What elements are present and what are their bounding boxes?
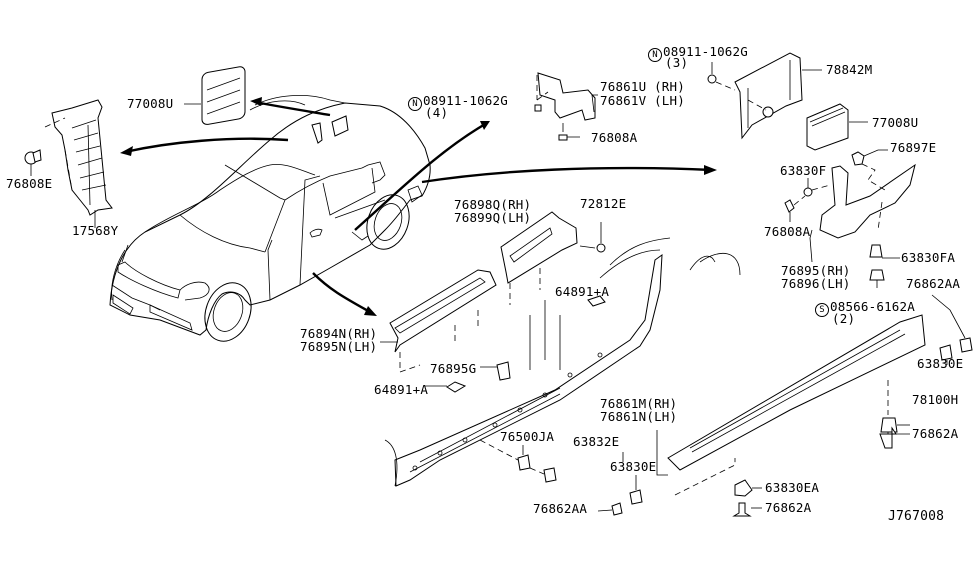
label-63830f: 63830F	[780, 163, 827, 178]
part-76861m-sill-molding	[622, 314, 926, 496]
label-78842m: 78842M	[826, 62, 873, 77]
label-76895g: 76895G	[430, 361, 477, 376]
label-qty-2: (2)	[832, 311, 856, 326]
label-63830e-bottom: 63830E	[610, 459, 657, 474]
arrow-to-mudguard	[421, 166, 713, 184]
label-76861n: 76861N(LH)	[600, 409, 678, 424]
label-78100h: 78100H	[912, 392, 959, 407]
arrow-to-sill	[312, 272, 371, 314]
label-76862a-bottom: 76862A	[765, 500, 812, 515]
label-17568y: 17568Y	[72, 223, 119, 238]
label-64891a-top: 64891+A	[555, 284, 610, 299]
label-64891a-left: 64891+A	[374, 382, 429, 397]
arrow-to-vent	[254, 100, 331, 117]
nut-symbol-icon: N	[648, 48, 662, 62]
label-77008u-left: 77008U	[127, 96, 174, 111]
car-illustration	[109, 95, 431, 342]
arrow-to-bracket	[354, 121, 488, 231]
label-qty-4: (4)	[425, 105, 449, 120]
label-76899q: 76899Q(LH)	[454, 210, 532, 225]
label-76808a-right: 76808A	[764, 224, 811, 239]
part-76861u-bracket	[534, 72, 598, 141]
part-78842m-panel	[707, 52, 822, 140]
label-76862aa-right: 76862AA	[906, 276, 961, 291]
nut-symbol-icon: N	[408, 97, 422, 111]
pointer-arrows	[120, 97, 717, 316]
label-76895-rh: 76895(RH)	[781, 263, 851, 278]
car-vent-detail	[311, 115, 349, 144]
part-17568y-pillar-trim	[44, 99, 113, 228]
label-76894n: 76894N(RH)	[300, 326, 378, 341]
part-77008u-vent-left	[184, 66, 246, 125]
fasteners-bottom	[425, 294, 973, 517]
label-76862aa-bottom: 76862AA	[533, 501, 588, 516]
label-63832e: 63832E	[573, 434, 620, 449]
label-76861v: 76861V (LH)	[600, 93, 685, 108]
part-76895-mud-guard	[784, 149, 916, 263]
label-77008u-right: 77008U	[872, 115, 919, 130]
label-63830e-right: 63830E	[917, 356, 964, 371]
label-76500ja: 76500JA	[500, 429, 555, 444]
label-63830fa: 63830FA	[901, 250, 956, 265]
part-63830fa-clip	[869, 244, 900, 288]
label-72812e: 72812E	[580, 196, 627, 211]
screw-symbol-icon: S	[815, 303, 829, 317]
diagram-reference-code: J767008	[888, 509, 945, 524]
arrow-to-pillar	[124, 137, 289, 154]
label-76861m: 76861M(RH)	[600, 396, 678, 411]
label-63830ea: 63830EA	[765, 480, 820, 495]
label-76862a-right: 76862A	[912, 426, 959, 441]
label-76895n: 76895N(LH)	[300, 339, 378, 354]
label-76808a-top: 76808A	[591, 130, 638, 145]
part-76894n-sill-plate	[380, 269, 497, 373]
part-rocker-panel	[384, 237, 741, 487]
label-76897e: 76897E	[890, 140, 937, 155]
label-76898q: 76898Q(RH)	[454, 197, 532, 212]
part-77008u-vent-right	[806, 103, 868, 151]
label-76896-lh: 76896(LH)	[781, 276, 851, 291]
part-76898q-panel	[500, 211, 606, 305]
label-76808e: 76808E	[6, 176, 53, 191]
label-qty-3: (3)	[665, 55, 689, 70]
label-76861u: 76861U (RH)	[600, 79, 685, 94]
part-76808e-clip	[24, 149, 42, 176]
